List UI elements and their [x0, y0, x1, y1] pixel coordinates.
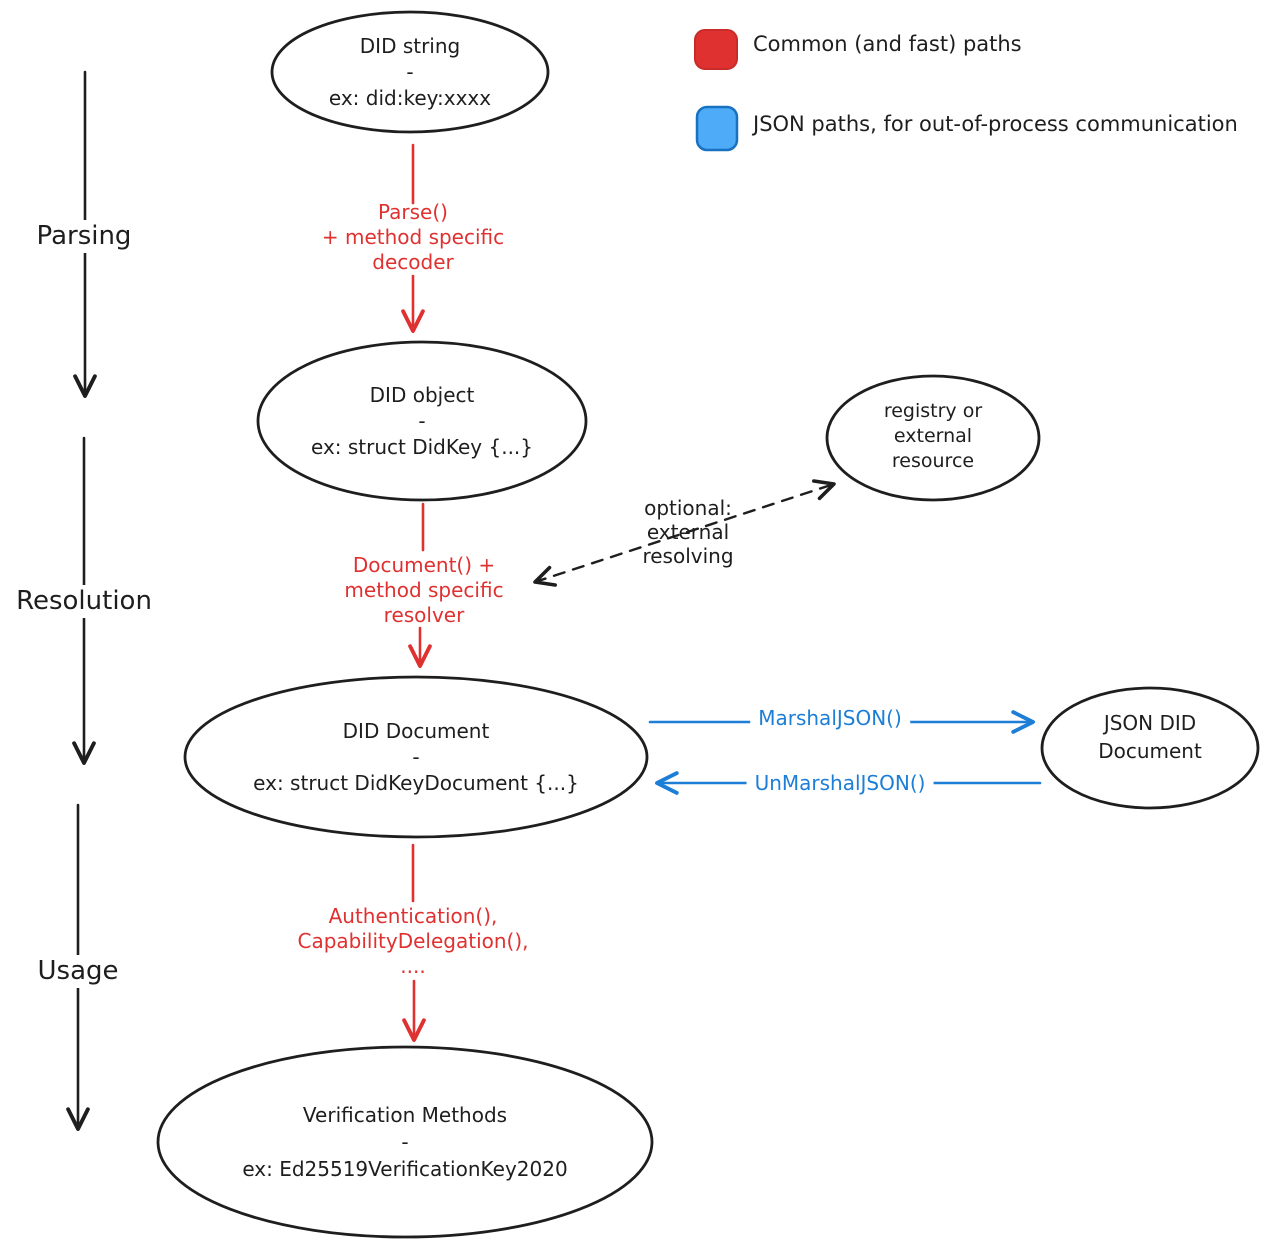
marshal-json-label: MarshalJSON() [750, 705, 910, 731]
did-string-label: DID string - ex: did:key:xxxx [329, 33, 491, 111]
did-object-title: DID object [369, 383, 475, 407]
did-document-node [183, 675, 649, 839]
did-object-separator: - [418, 409, 426, 433]
parse-edge-label: Parse() + method specific decoder [321, 200, 505, 274]
json-did-document-label: JSON DID Document [1098, 711, 1202, 763]
did-document-example: ex: struct DidKeyDocument {...} [253, 771, 579, 795]
stage-label-usage: Usage [31, 955, 125, 988]
registry-label: registry or external resource [883, 400, 983, 472]
external-resolving-label: optional: external resolving [642, 496, 734, 568]
verification-methods-title: Verification Methods [302, 1103, 508, 1127]
use-edge-label: Authentication(), CapabilityDelegation()… [297, 904, 529, 978]
unmarshal-json-label: UnMarshalJSON() [746, 770, 934, 796]
did-document-label: DID Document - ex: struct DidKeyDocument… [253, 718, 579, 796]
legend-swatch-json-paths [695, 105, 739, 152]
external-resolving-arrow [533, 479, 836, 587]
did-object-label: DID object - ex: struct DidKey {...} [311, 382, 533, 460]
did-object-node [256, 340, 588, 502]
did-document-separator: - [412, 745, 420, 769]
legend-label-json-paths: JSON paths, for out-of-process communica… [753, 112, 1238, 136]
stage-label-parsing: Parsing [30, 220, 138, 253]
verification-methods-node [156, 1045, 654, 1239]
did-object-example: ex: struct DidKey {...} [310, 435, 534, 459]
registry-node [825, 374, 1041, 502]
json-did-document-node [1040, 686, 1260, 810]
did-string-example: ex: did:key:xxxx [328, 86, 492, 110]
stage-label-resolution: Resolution [10, 585, 158, 618]
did-document-title: DID Document [342, 719, 490, 743]
verification-methods-example: ex: Ed25519VerificationKey2020 [242, 1157, 568, 1181]
did-string-node [270, 10, 550, 134]
did-string-separator: - [406, 60, 414, 84]
verification-methods-label: Verification Methods - ex: Ed25519Verifi… [242, 1102, 567, 1183]
legend-swatch-common-paths [694, 29, 738, 70]
verification-methods-separator: - [401, 1130, 409, 1154]
legend-label-common-paths: Common (and fast) paths [753, 32, 1022, 56]
did-string-title: DID string [359, 34, 461, 58]
resolve-edge-label: Document() + method specific resolver [344, 553, 504, 627]
